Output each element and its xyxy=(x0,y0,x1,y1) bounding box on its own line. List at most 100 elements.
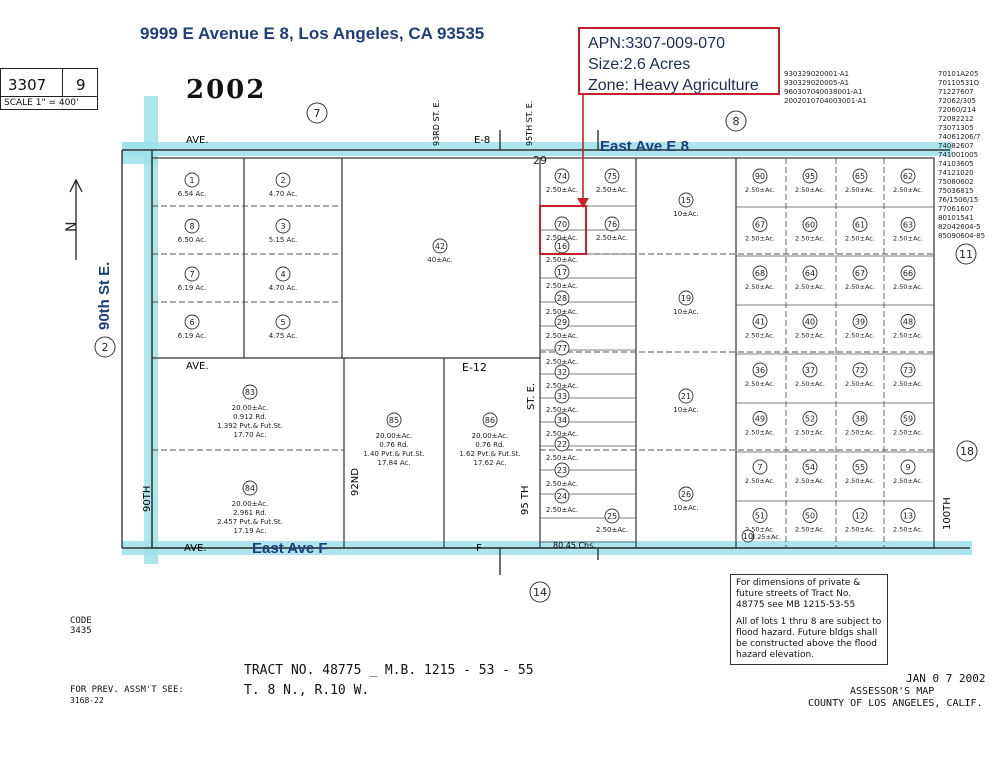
book-page-box xyxy=(0,68,98,110)
svg-text:38: 38 xyxy=(855,415,865,424)
svg-text:20.00±Ac.: 20.00±Ac. xyxy=(232,500,269,508)
street-label-95th: 95TH ST. E. xyxy=(525,100,534,146)
parcel-76: 762.50±Ac. xyxy=(596,216,628,242)
svg-text:66: 66 xyxy=(903,269,913,278)
svg-text:8: 8 xyxy=(189,222,194,231)
svg-text:54: 54 xyxy=(805,463,815,472)
street-label-e12: E-12 xyxy=(462,361,487,374)
svg-text:6.50 Ac.: 6.50 Ac. xyxy=(178,236,207,244)
parcel-17: 172.50±Ac. xyxy=(546,264,578,290)
document-number: 77061607 xyxy=(938,205,974,213)
svg-text:10: 10 xyxy=(743,532,753,541)
svg-text:25: 25 xyxy=(607,512,617,521)
lot-4: 44.70 Ac. xyxy=(269,266,298,292)
parcel-33: 332.50±Ac. xyxy=(546,388,578,414)
svg-text:48: 48 xyxy=(903,318,913,327)
road-highlight-corner xyxy=(122,142,158,164)
svg-text:2: 2 xyxy=(280,176,285,185)
apn-info-box: APN:3307-009-070 Size:2.6 Acres Zone: He… xyxy=(578,27,780,95)
svg-text:51: 51 xyxy=(755,512,765,521)
svg-text:1.40 Pvt.& Fut.St.: 1.40 Pvt.& Fut.St. xyxy=(363,450,424,458)
svg-text:10±Ac.: 10±Ac. xyxy=(673,504,699,512)
svg-text:1.62 Pvt.& Fut.St.: 1.62 Pvt.& Fut.St. xyxy=(459,450,520,458)
parcel-73-r4: 732.50±Ac. xyxy=(893,362,923,388)
parcel-52-r5: 522.50±Ac. xyxy=(795,411,825,437)
svg-text:2.50±Ac.: 2.50±Ac. xyxy=(845,429,875,437)
svg-text:20.00±Ac.: 20.00±Ac. xyxy=(376,432,413,440)
parcel-23: 232.50±Ac. xyxy=(546,462,578,488)
svg-text:17.19 Ac.: 17.19 Ac. xyxy=(233,527,266,535)
svg-text:2.50±Ac.: 2.50±Ac. xyxy=(745,429,775,437)
parcel-66-r2: 662.50±Ac. xyxy=(893,265,923,291)
svg-text:2.50±Ac.: 2.50±Ac. xyxy=(596,234,628,242)
svg-text:42: 42 xyxy=(435,242,445,251)
parcel-34: 342.50±Ac. xyxy=(546,412,578,438)
tract-year: 2002 xyxy=(186,75,267,105)
parcel-95-r0: 95 2.50±Ac. xyxy=(795,168,825,194)
svg-text:70: 70 xyxy=(557,220,567,229)
property-address: 9999 E Avenue E 8, Los Angeles, CA 93535 xyxy=(140,24,485,43)
svg-text:2.50±Ac.: 2.50±Ac. xyxy=(893,380,923,388)
document-number: 75080602 xyxy=(938,178,974,186)
svg-text:24: 24 xyxy=(557,492,567,501)
svg-text:2.50±Ac.: 2.50±Ac. xyxy=(893,186,923,194)
svg-text:2.50±Ac.: 2.50±Ac. xyxy=(893,477,923,485)
parcel-63-r1: 632.50±Ac. xyxy=(893,217,923,243)
svg-text:1.392 Pvt.& Fut.St.: 1.392 Pvt.& Fut.St. xyxy=(217,422,283,430)
north-arrow-icon: N xyxy=(64,178,83,260)
parcel-61-r1: 612.50±Ac. xyxy=(845,217,875,243)
svg-text:10±Ac.: 10±Ac. xyxy=(673,308,699,316)
svg-text:7: 7 xyxy=(314,107,321,120)
svg-text:4.70 Ac.: 4.70 Ac. xyxy=(269,284,298,292)
svg-text:2.50±Ac.: 2.50±Ac. xyxy=(795,380,825,388)
map-notes: For dimensions of private & future stree… xyxy=(730,574,888,665)
map-reference-18: 18 xyxy=(956,440,978,462)
svg-text:95: 95 xyxy=(805,172,815,181)
street-label-92nd: 92ND xyxy=(350,468,361,496)
document-number: 82042604-5 xyxy=(938,223,981,231)
subject-parcel-outline xyxy=(539,205,587,255)
parcel-32: 322.50±Ac. xyxy=(546,364,578,390)
page-number: 9 xyxy=(76,76,86,94)
svg-text:74: 74 xyxy=(557,172,567,181)
book-page-divider xyxy=(62,68,63,96)
parcel-12-r7: 122.50±Ac. xyxy=(845,508,875,534)
lot-6: 66.19 Ac. xyxy=(178,314,206,340)
svg-text:2: 2 xyxy=(102,341,109,354)
svg-text:17: 17 xyxy=(557,268,567,277)
document-number: 76/1506/15 xyxy=(938,196,979,204)
svg-text:23: 23 xyxy=(557,466,567,475)
book-scale-divider xyxy=(0,96,98,97)
document-number: 72082212 xyxy=(938,115,974,123)
parcel-70: 702.50±Ac. xyxy=(546,216,578,242)
svg-text:68: 68 xyxy=(755,269,765,278)
note-dimensions: For dimensions of private & future stree… xyxy=(736,578,861,610)
document-number: 72060/214 xyxy=(938,106,976,114)
svg-text:2.50±Ac.: 2.50±Ac. xyxy=(795,186,825,194)
apn-number: APN:3307-009-070 xyxy=(588,35,725,52)
svg-text:2.50±Ac.: 2.50±Ac. xyxy=(596,186,628,194)
svg-text:2.50±Ac.: 2.50±Ac. xyxy=(795,477,825,485)
svg-text:2.50±Ac.: 2.50±Ac. xyxy=(546,308,578,316)
parcel-50-r7: 502.50±Ac. xyxy=(795,508,825,534)
map-reference-8: 8 xyxy=(725,110,747,132)
street-label-east-ave-f: East Ave F xyxy=(252,540,328,557)
svg-text:3: 3 xyxy=(280,222,285,231)
svg-text:84: 84 xyxy=(245,484,255,493)
prev-assessment-value: 3168-22 xyxy=(70,696,104,705)
map-reference-2: 2 xyxy=(94,336,116,358)
lot-5: 54.75 Ac. xyxy=(269,314,297,340)
svg-text:90: 90 xyxy=(755,172,765,181)
parcel-41-r3: 412.50±Ac. xyxy=(745,314,775,340)
parcel-29: 292.50±Ac. xyxy=(546,314,578,340)
parcel-65-r0: 652.50±Ac. xyxy=(845,168,875,194)
record-code: 960307040038001-A1 xyxy=(784,88,863,96)
svg-text:17.84 Ac.: 17.84 Ac. xyxy=(377,459,410,467)
road-highlight-ave-e8 xyxy=(122,142,952,156)
svg-text:77: 77 xyxy=(557,344,567,353)
document-number: 74061206/7 xyxy=(938,133,981,141)
street-label-95th-lower: 95 TH xyxy=(520,485,531,515)
